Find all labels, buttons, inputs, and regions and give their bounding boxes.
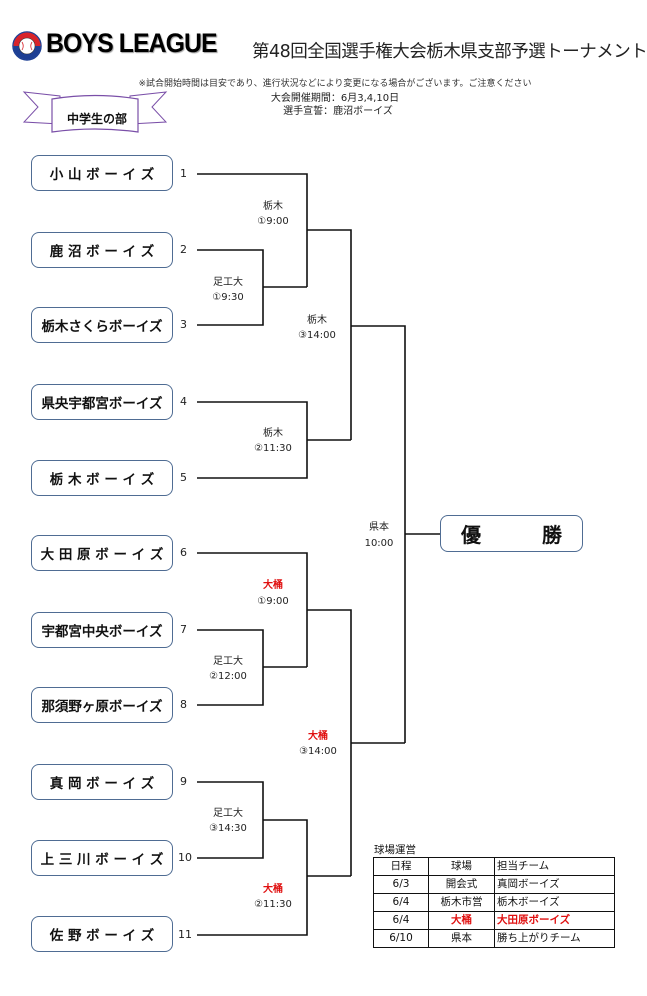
team-box: 鹿 沼 ボ ー イ ズ bbox=[31, 232, 173, 268]
team-box: 佐 野 ボ ー イ ズ bbox=[31, 916, 173, 952]
seed-number: 11 bbox=[178, 928, 192, 941]
seed-number: 6 bbox=[180, 546, 187, 559]
match-venue: 足工大 bbox=[213, 808, 243, 819]
match-time: ③14:00 bbox=[298, 330, 336, 341]
cell-venue: 開会式 bbox=[428, 875, 495, 894]
seed-number: 3 bbox=[180, 318, 187, 331]
team-box: 栃 木 ボ ー イ ズ bbox=[31, 460, 173, 496]
team-name: 小 山 ボ ー イ ズ bbox=[49, 167, 155, 183]
team-box: 栃木さくらボーイズ bbox=[31, 307, 173, 343]
bracket-line bbox=[307, 609, 352, 876]
team-name: 県央宇都宮ボーイズ bbox=[41, 396, 163, 412]
final-time: 10:00 bbox=[364, 538, 394, 549]
team-name: 鹿 沼 ボ ー イ ズ bbox=[49, 244, 155, 260]
seed-number: 7 bbox=[180, 623, 187, 636]
player-oath: 選手宣誓：鹿沼ボーイズ bbox=[283, 106, 393, 117]
table-row: 6/3 開会式 真岡ボーイズ bbox=[373, 875, 615, 894]
bracket-line bbox=[197, 781, 264, 859]
bracket-line bbox=[197, 401, 308, 479]
team-box: 県央宇都宮ボーイズ bbox=[31, 384, 173, 420]
seed-number: 5 bbox=[180, 471, 187, 484]
team-box: 真 岡 ボ ー イ ズ bbox=[31, 764, 173, 800]
header-team: 担当チーム bbox=[494, 857, 615, 876]
seed-number: 1 bbox=[180, 167, 187, 180]
team-box: 上 三 川 ボ ー イ ズ bbox=[31, 840, 173, 876]
schedule-notice: ※試合開始時間は目安であり、進行状況などにより変更になる場合がございます。ご注意… bbox=[138, 79, 532, 89]
match-venue: 足工大 bbox=[213, 656, 243, 667]
tournament-period: 大会開催期間：6月3,4,10日 bbox=[270, 93, 400, 104]
team-name: 那須野ヶ原ボーイズ bbox=[41, 699, 163, 715]
match-time: ①9:30 bbox=[212, 292, 244, 303]
cell-team: 真岡ボーイズ bbox=[494, 875, 615, 894]
match-venue: 大桶 bbox=[308, 731, 328, 742]
division-label: 中学生の部 bbox=[66, 112, 127, 126]
page-title: 第48回全国選手権大会栃木県支部予選トーナメント bbox=[252, 42, 647, 62]
match-time: ②12:00 bbox=[209, 671, 247, 682]
seed-number: 10 bbox=[178, 851, 192, 864]
division-banner bbox=[22, 91, 168, 133]
team-box: 大 田 原 ボ ー イ ズ bbox=[31, 535, 173, 571]
match-venue: 栃木 bbox=[263, 428, 283, 439]
match-venue: 栃木 bbox=[307, 315, 327, 326]
team-box: 那須野ヶ原ボーイズ bbox=[31, 687, 173, 723]
team-name: 上 三 川 ボ ー イ ズ bbox=[40, 852, 164, 868]
match-venue: 足工大 bbox=[213, 277, 243, 288]
cell-date: 6/4 bbox=[373, 911, 429, 930]
operations-table: 日程 球場 担当チーム 6/3 開会式 真岡ボーイズ 6/4 栃木市営 栃木ボー… bbox=[373, 857, 615, 948]
match-time: ①9:00 bbox=[257, 596, 289, 607]
table-row: 6/4 栃木市営 栃木ボーイズ bbox=[373, 893, 615, 912]
match-venue: 栃木 bbox=[263, 201, 283, 212]
bracket-line bbox=[351, 325, 406, 743]
champion-label-left: 優 bbox=[461, 523, 481, 547]
cell-team: 栃木ボーイズ bbox=[494, 893, 615, 912]
team-box: 宇都宮中央ボーイズ bbox=[31, 612, 173, 648]
champion-box: 優 勝 bbox=[440, 515, 583, 552]
cell-venue: 県本 bbox=[428, 929, 495, 948]
bracket-line bbox=[197, 819, 308, 936]
cell-date: 6/3 bbox=[373, 875, 429, 894]
team-name: 栃木さくらボーイズ bbox=[41, 319, 163, 335]
seed-number: 8 bbox=[180, 698, 187, 711]
table-header-row: 日程 球場 担当チーム bbox=[373, 857, 615, 876]
champion-label-right: 勝 bbox=[542, 523, 562, 547]
header-date: 日程 bbox=[373, 857, 429, 876]
team-name: 大 田 原 ボ ー イ ズ bbox=[40, 547, 164, 563]
match-time: ②11:30 bbox=[254, 443, 292, 454]
cell-date: 6/10 bbox=[373, 929, 429, 948]
bracket-line bbox=[197, 629, 264, 706]
bracket-line bbox=[197, 173, 308, 287]
match-time: ③14:30 bbox=[209, 823, 247, 834]
seed-number: 4 bbox=[180, 395, 187, 408]
cell-date: 6/4 bbox=[373, 893, 429, 912]
match-time: ③14:00 bbox=[299, 746, 337, 757]
match-venue: 大桶 bbox=[263, 580, 283, 591]
cell-team: 勝ち上がりチーム bbox=[494, 929, 615, 948]
team-name: 栃 木 ボ ー イ ズ bbox=[49, 472, 155, 488]
match-time: ①9:00 bbox=[257, 216, 289, 227]
match-venue: 大桶 bbox=[263, 884, 283, 895]
boys-league-logo-icon bbox=[12, 31, 42, 61]
bracket-line bbox=[307, 229, 352, 440]
team-box: 小 山 ボ ー イ ズ bbox=[31, 155, 173, 191]
team-name: 宇都宮中央ボーイズ bbox=[41, 624, 163, 640]
brand-name: BOYS LEAGUE bbox=[46, 28, 218, 58]
table-row: 6/4 大桶 大田原ボーイズ bbox=[373, 911, 615, 930]
final-venue: 県本 bbox=[369, 522, 389, 533]
cell-venue: 栃木市営 bbox=[428, 893, 495, 912]
operations-caption: 球場運営 bbox=[374, 844, 416, 856]
table-row: 6/10 県本 勝ち上がりチーム bbox=[373, 929, 615, 948]
seed-number: 2 bbox=[180, 243, 187, 256]
bracket-line bbox=[197, 552, 308, 667]
team-name: 真 岡 ボ ー イ ズ bbox=[49, 776, 155, 792]
header-venue: 球場 bbox=[428, 857, 495, 876]
team-name: 佐 野 ボ ー イ ズ bbox=[49, 928, 155, 944]
cell-venue: 大桶 bbox=[428, 911, 495, 930]
seed-number: 9 bbox=[180, 775, 187, 788]
cell-team: 大田原ボーイズ bbox=[494, 911, 615, 930]
match-time: ②11:30 bbox=[254, 899, 292, 910]
